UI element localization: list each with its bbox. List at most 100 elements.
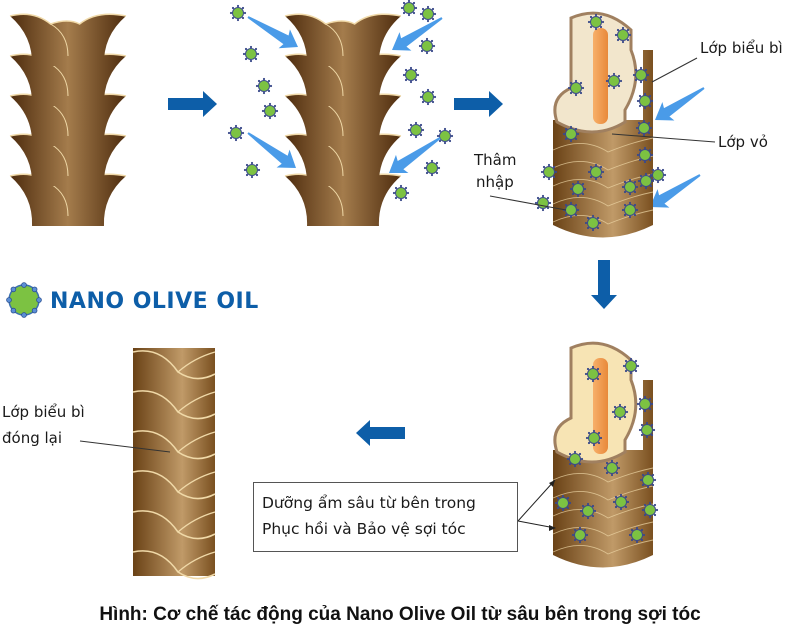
cross-section-penetration [534,11,705,238]
nano-particle [621,201,639,219]
injection-arrow [247,132,296,169]
leader-cortex [611,133,716,143]
closed-cuticle-edge [177,471,216,493]
particle-dot [21,312,27,318]
nano-particle [419,88,437,106]
nano-particle [571,526,589,544]
brand-name: NANO OLIVE OIL [50,289,259,314]
nano-particle [621,178,639,196]
cuticle-scale [285,54,401,106]
nano-particle [436,127,454,145]
injection-arrow [650,174,701,208]
cuticle-seam [50,23,69,57]
cuticle-scale [10,174,126,226]
cuticle-scale [10,54,126,106]
label-cuticle-closed-2: đóng lại [2,429,63,447]
nano-particle [622,357,640,375]
particle-dot [31,286,38,293]
nano-particle [636,92,654,110]
cuticle-seam [325,23,344,57]
injection-arrow [247,16,299,49]
label-penetration-1: Thâm [474,151,517,169]
cuticle-scale [285,94,401,146]
flow-arrow-down [591,260,617,309]
nano-particle [632,66,650,84]
nano-particle [603,459,621,477]
nano-particle [587,13,605,31]
nano-particle [261,102,279,120]
nano-particle [636,395,654,413]
nano-particle [638,421,656,439]
nano-particle [243,161,261,179]
hair-with-particles [284,13,402,226]
figure-caption: Hình: Cơ chế tác động của Nano Olive Oil… [99,604,701,625]
closed-cuticle-edge [177,511,216,533]
closed-cuticle-edge [177,431,216,453]
cuticle-edge [9,13,127,25]
label-cuticle-closed-1: Lớp biểu bì [2,403,85,421]
particle-dot [6,297,12,303]
particle-dot [31,307,38,314]
medulla [593,28,608,124]
nano-particle [567,79,585,97]
hair-shaft [133,348,215,576]
cuticle-scale [285,174,401,226]
nano-particle [584,365,602,383]
nano-particle [587,163,605,181]
nano-particle [423,159,441,177]
nano-particle-icon [6,282,42,318]
callout-line-1: Dưỡng ẩm sâu từ bên trong [262,494,476,512]
injection-arrow [392,17,443,51]
restored-hair-strand [132,348,216,580]
cuticle-ridge [552,503,654,519]
medulla [593,358,608,454]
injection-arrow [655,87,705,121]
cuticle-ridge [552,191,654,207]
flow-arrow-right-1 [168,91,217,117]
nano-particle [566,450,584,468]
cross-section-nourished [552,341,659,568]
nano-particle [649,166,667,184]
injection-arrow [389,137,441,174]
nano-particle [611,403,629,421]
cuticle-scale [285,14,401,66]
nano-particle [540,163,558,181]
cuticle-scale [10,94,126,146]
nano-particle [402,66,420,84]
benefits-callout: Dưỡng ẩm sâu từ bên trong Phục hồi và Bả… [253,482,518,552]
particle-dot [36,297,42,303]
callout-arrows [517,479,556,531]
leader-cuticle-closed [79,440,171,453]
nano-particle [255,77,273,95]
closed-cuticle-edge [177,351,216,373]
label-cortex-layer: Lớp vỏ [718,133,768,151]
cuticle-ridge [552,539,654,555]
nano-particle [614,26,632,44]
nano-particle [569,180,587,198]
nano-particle [585,429,603,447]
nano-particle [579,502,597,520]
particle-dot [10,286,17,293]
cuticle-ridge [552,521,654,537]
nano-particle [639,471,657,489]
nano-particle [534,194,552,212]
cuticle-edge [284,13,402,25]
nano-particle [554,494,572,512]
nano-particle [242,45,260,63]
nano-particle [584,214,602,232]
nano-particle [641,501,659,519]
cuticle-ridge [552,137,654,153]
hair-cylinder [553,380,653,568]
nano-particle [407,121,425,139]
nano-particle [229,4,247,22]
nano-particle [628,526,646,544]
label-penetration-2: nhập [476,173,514,191]
nano-particle [612,493,630,511]
nano-particle [562,125,580,143]
cuticle-scale [10,134,126,186]
cuticle-ridge [552,485,654,501]
injection-arrows [247,16,443,174]
label-cuticle-layer: Lớp biểu bì [700,39,783,57]
nano-particle [400,0,418,17]
